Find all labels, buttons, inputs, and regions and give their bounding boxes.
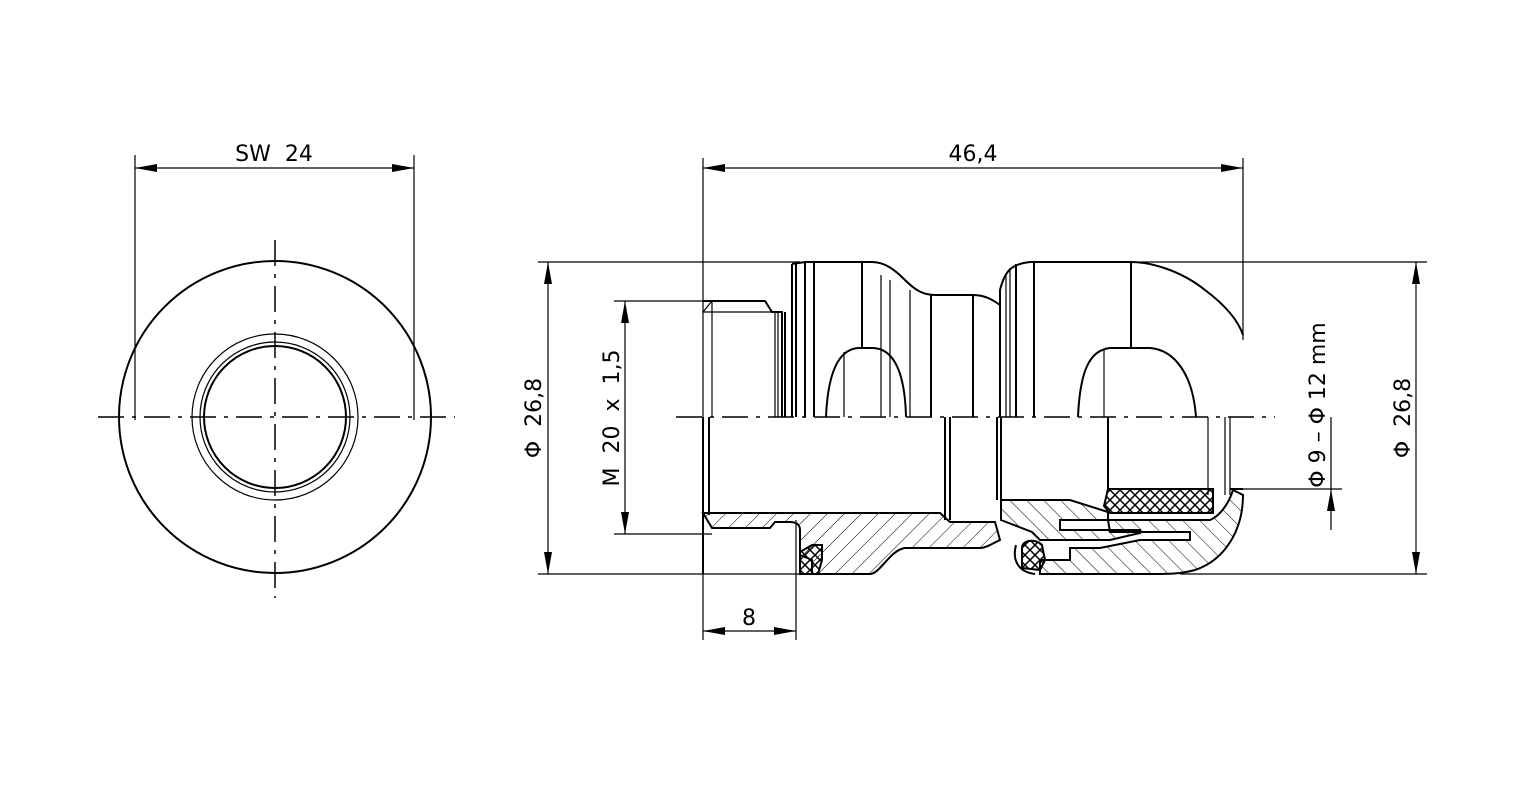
body-section (701, 512, 1002, 575)
dimension-clamping-range: Φ 9 – Φ 12 mm (1230, 322, 1342, 530)
clamping-range-label: Φ 9 – Φ 12 mm (1306, 322, 1331, 487)
thread-label: M 20 x 1,5 (600, 350, 625, 487)
dimension-outer-diameter-left: Φ 26,8 (522, 261, 800, 575)
thread-length-label: 8 (742, 606, 756, 631)
dimension-thread: M 20 x 1,5 (600, 300, 712, 535)
bore-mid-circle (199, 341, 351, 493)
dimension-outer-diameter-right: Φ 26,8 (1140, 261, 1427, 575)
outer-diameter-right-label: Φ 26,8 (1391, 378, 1416, 458)
front-view: SW 24 (98, 142, 455, 598)
dimension-overall-length: 46,4 (702, 142, 1244, 640)
cap-nut-section (1039, 488, 1245, 575)
upper-half-outline (702, 261, 1244, 418)
o-ring-right (1021, 539, 1047, 572)
overall-length-label: 46,4 (949, 142, 998, 167)
clamp-seal (1102, 488, 1214, 514)
dimension-across-flats: SW 24 (134, 142, 415, 420)
outer-diameter-left-label: Φ 26,8 (522, 378, 547, 458)
dimension-thread-length: 8 (703, 520, 797, 640)
across-flats-label: SW 24 (235, 142, 313, 167)
lower-half-section (701, 417, 1245, 575)
side-view: 46,4 Φ 26,8 M 20 x 1,5 Φ (522, 142, 1427, 640)
o-ring-left (799, 544, 823, 575)
